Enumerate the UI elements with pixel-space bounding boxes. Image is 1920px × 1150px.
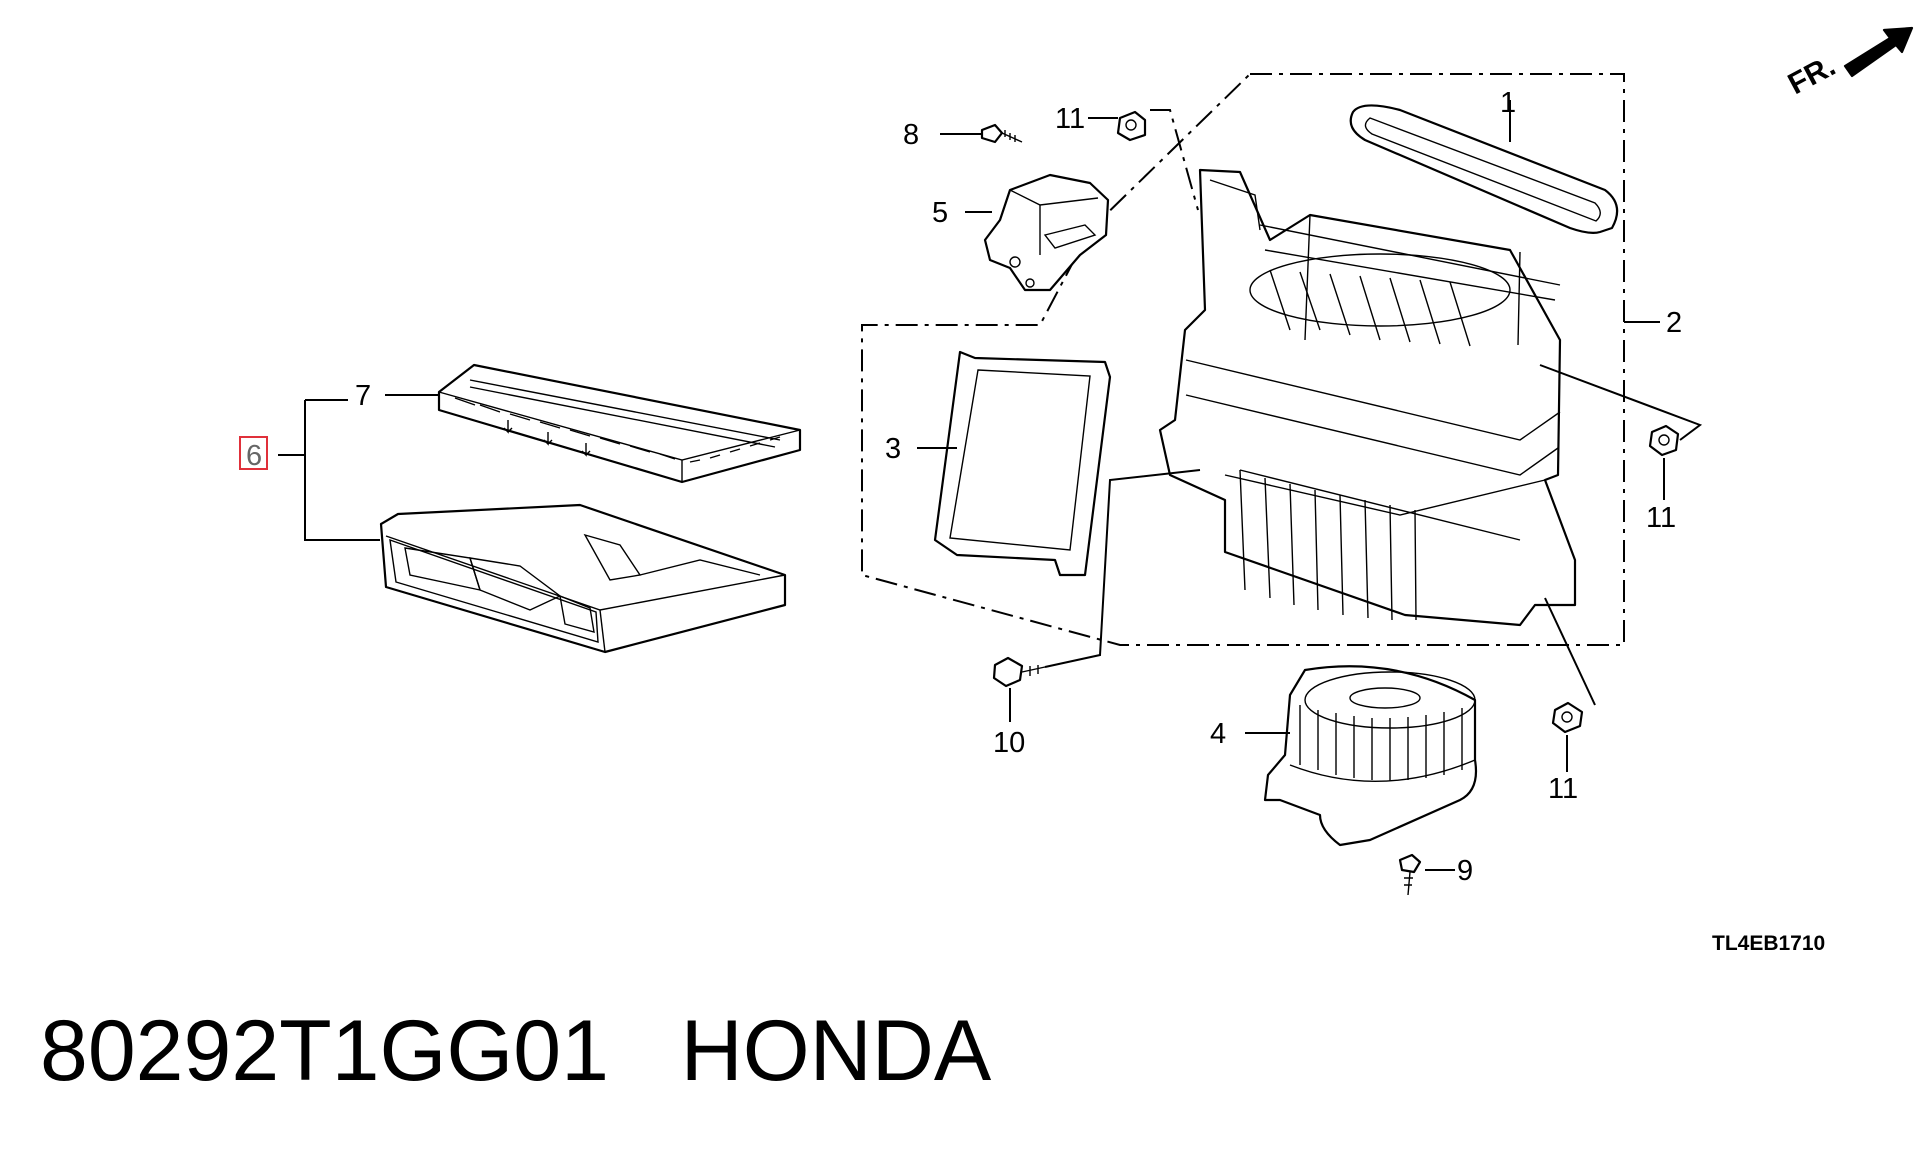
callout-6[interactable]: 6 [246,440,262,472]
nut-11-lower [1551,701,1584,734]
seal-3 [933,350,1112,577]
bolt-10 [992,656,1046,688]
callout-8[interactable]: 8 [903,119,919,151]
blower-housing-2 [1158,168,1577,627]
callout-11-lower[interactable]: 11 [1548,773,1578,805]
callout-5[interactable]: 5 [932,197,948,229]
callout-7[interactable]: 7 [355,380,371,412]
callout-11-top[interactable]: 11 [1055,103,1085,135]
filter-frame-6 [379,503,787,654]
callout-10[interactable]: 10 [993,727,1025,759]
callout-3[interactable]: 3 [885,433,901,465]
blower-motor-4 [1263,665,1478,847]
leader-11-right-b [1539,364,1703,441]
callout-1[interactable]: 1 [1500,87,1516,119]
nut-11-top [1116,110,1147,142]
screw-8 [980,123,1023,144]
actuator-5 [983,173,1110,292]
highlight-box-6 [239,436,268,470]
nut-11-right [1648,424,1680,457]
leader-11-lower-b [1544,597,1596,706]
filter-element-7 [437,363,802,484]
callout-9[interactable]: 9 [1457,855,1473,887]
gasket-1 [1349,104,1619,234]
callout-2[interactable]: 2 [1666,307,1682,339]
callout-4[interactable]: 4 [1210,718,1226,750]
leader-11-top-dash [1150,109,1199,211]
part-number-caption: 80292T1GG01 HONDA [40,1003,992,1099]
leader-10-b [1044,469,1201,668]
callout-bracket-6-7 [278,394,438,541]
drawing-code: TL4EB1710 [1712,932,1825,955]
screw-9 [1398,853,1422,896]
callout-11-right[interactable]: 11 [1646,502,1676,534]
front-direction-label: FR. [1783,49,1841,101]
front-direction-arrow: FR. [1783,26,1914,101]
